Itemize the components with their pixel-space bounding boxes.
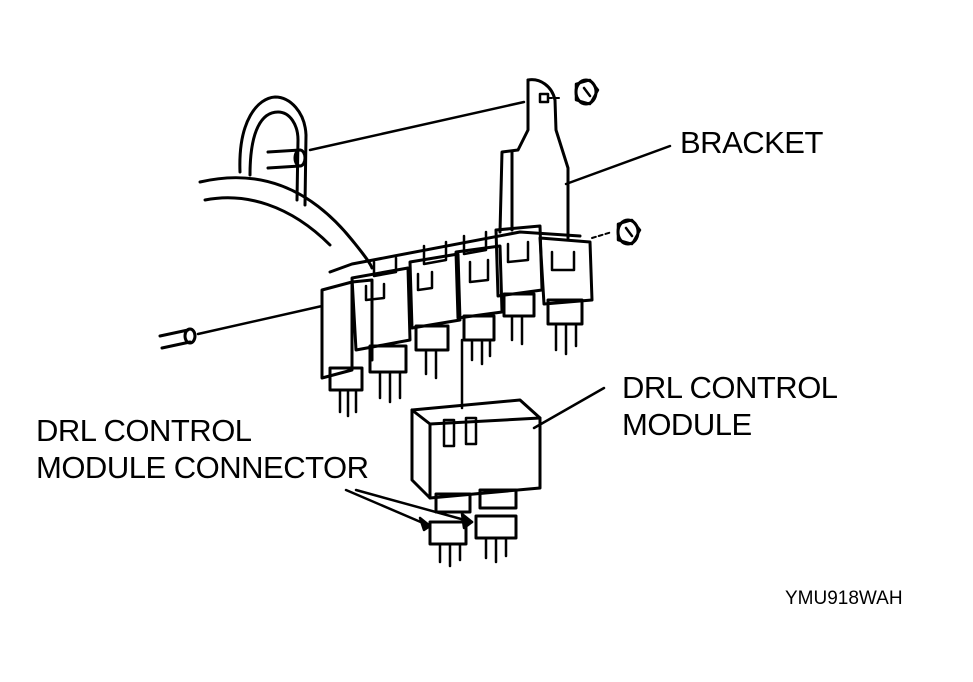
bracket-leader xyxy=(564,144,672,186)
drl-module-label-line1: DRL CONTROL xyxy=(622,370,838,405)
bracket xyxy=(498,78,570,240)
connector-leader-a xyxy=(344,488,432,528)
body-panel xyxy=(198,95,374,270)
screw-top xyxy=(574,78,600,106)
bracket-label: BRACKET xyxy=(680,125,823,160)
connector-leader-b xyxy=(354,488,474,524)
panel-stud xyxy=(266,100,526,170)
drl-control-module xyxy=(410,398,542,514)
drl-module-connectors xyxy=(428,514,518,568)
connector-label-line2: MODULE CONNECTOR xyxy=(36,450,369,485)
module-leader xyxy=(532,386,606,430)
guide-pin xyxy=(158,304,324,350)
connector-label-line1: DRL CONTROL xyxy=(36,413,252,448)
relay-block xyxy=(320,224,594,418)
screw-bottom xyxy=(591,218,642,246)
drl-module-label-line2: MODULE xyxy=(622,407,752,442)
figure-code: YMU918WAH xyxy=(785,588,903,609)
leader-lines xyxy=(344,144,672,532)
